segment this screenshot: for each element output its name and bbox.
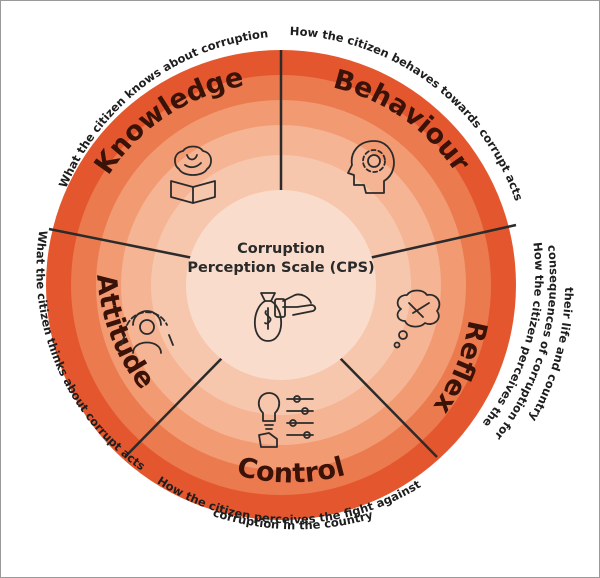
center-circle xyxy=(186,190,376,380)
money-bag-hand-icon xyxy=(253,292,317,342)
thought-bubble-icon xyxy=(393,289,441,349)
divider-attitude-knowledge xyxy=(48,227,194,260)
divider-reflex-control xyxy=(338,356,438,458)
center-title-line2: Perception Scale (CPS) xyxy=(187,260,374,276)
divider-behaviour-reflex xyxy=(368,223,517,260)
segment-dividers xyxy=(48,50,517,458)
head-gear-icon xyxy=(347,140,395,194)
divider-control-attitude xyxy=(124,356,224,458)
person-target-icon xyxy=(120,310,174,354)
center-title-line1: Corruption xyxy=(237,241,325,257)
lightbulb-sliders-icon xyxy=(257,392,314,448)
brain-book-icon xyxy=(170,145,216,204)
